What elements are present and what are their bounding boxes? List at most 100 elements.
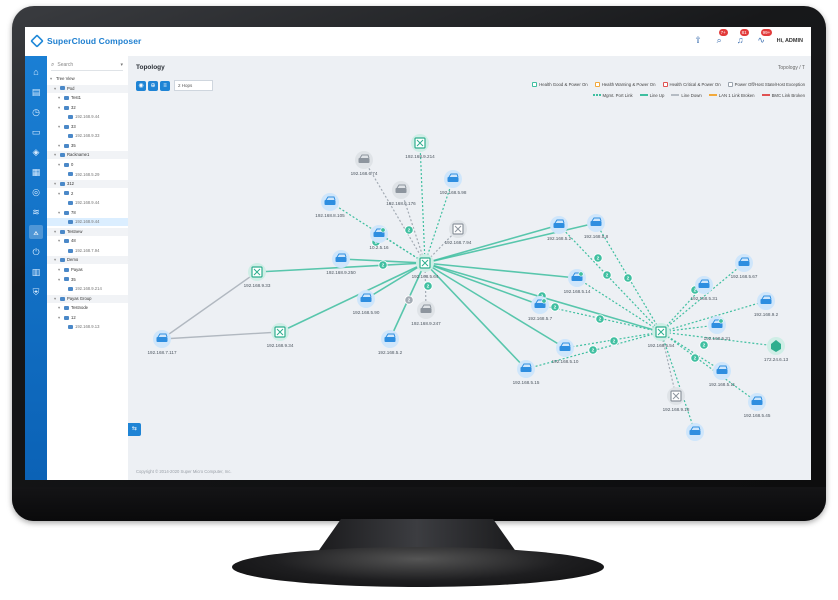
topology-node[interactable]: 192.168.9.250	[326, 250, 356, 275]
tree-item[interactable]: ▾Testnew	[47, 227, 128, 236]
storage-icon[interactable]: ▦	[31, 167, 41, 177]
search-alert-icon[interactable]: ⌕7+	[716, 29, 728, 45]
topology-link[interactable]	[378, 233, 426, 264]
topology-node[interactable]: 192.168.5.2	[547, 216, 572, 241]
topology-node[interactable]: 192.168.6.176	[386, 181, 416, 206]
clock-icon[interactable]: ◷	[32, 107, 40, 117]
chevron-down-icon[interactable]: ▾	[58, 267, 61, 272]
topology-node[interactable]: 192.168.7.117	[147, 330, 177, 355]
activity-icon[interactable]: ∿99+	[757, 29, 773, 45]
link-count-badge[interactable]: 2	[593, 253, 603, 263]
link-count-badge[interactable]: 2	[588, 345, 598, 355]
tree-item[interactable]: 192.168.9.44	[47, 199, 128, 207]
topology-node[interactable]: 192.168.9.214	[405, 134, 435, 159]
chevron-down-icon[interactable]: ▾	[58, 276, 61, 282]
chevron-down-icon[interactable]: ▾	[54, 152, 57, 158]
topology-link[interactable]	[424, 262, 566, 349]
layers-icon[interactable]: ≡	[160, 80, 170, 91]
topology-node[interactable]: 192.168.5.31	[704, 316, 731, 341]
shield-icon[interactable]: ⛨	[32, 287, 40, 297]
chevron-down-icon[interactable]: ▾	[58, 161, 61, 167]
home-icon[interactable]: ⌂	[33, 67, 39, 77]
topology-link[interactable]	[365, 262, 426, 300]
topology-icon[interactable]: ⟑	[29, 225, 43, 239]
link-count-badge[interactable]: 2	[699, 340, 709, 350]
chevron-down-icon[interactable]: ▾	[58, 238, 61, 244]
topology-node[interactable]: 192.168.5.67	[731, 254, 758, 279]
search-input[interactable]: ⌕Search ▾	[51, 60, 123, 71]
topology-link[interactable]	[279, 262, 426, 333]
topology-link[interactable]	[161, 331, 281, 340]
link-count-badge[interactable]: 2	[690, 353, 700, 363]
tree-item[interactable]: 192.168.9.13	[47, 323, 128, 331]
user-greeting[interactable]: Hi, ADMIN	[776, 37, 803, 44]
topology-node[interactable]: 192.168.5.14	[564, 269, 591, 294]
topology-link[interactable]	[161, 271, 258, 340]
topology-link[interactable]	[424, 262, 541, 306]
topology-link[interactable]	[424, 222, 597, 264]
topology-link[interactable]	[576, 277, 662, 333]
topology-link[interactable]	[419, 142, 426, 264]
topology-link[interactable]	[660, 331, 696, 433]
hops-select[interactable]: 2 Hops	[174, 80, 213, 91]
tree-item[interactable]: ▾35	[47, 142, 128, 150]
topology-node[interactable]	[686, 423, 704, 441]
tree-item[interactable]: ▾Rackname1	[47, 151, 128, 160]
tree-item[interactable]: ▾12	[47, 314, 128, 322]
topology-link[interactable]	[660, 324, 718, 333]
tree-item[interactable]: ▾Payas	[47, 266, 128, 274]
tree-item[interactable]: ▾78	[47, 209, 128, 217]
topology-node[interactable]: 192.168.9.34	[267, 323, 294, 348]
upload-icon[interactable]: ⇪	[694, 35, 702, 45]
topology-link[interactable]	[595, 222, 662, 333]
tree-item[interactable]: ▾2	[47, 190, 128, 198]
topology-node[interactable]: 192.168.9.33	[244, 263, 271, 288]
chevron-down-icon[interactable]: ▾	[54, 228, 57, 234]
link-count-badge[interactable]: 2	[423, 281, 433, 291]
bell-icon[interactable]: ♫81	[736, 29, 749, 45]
breadcrumb[interactable]: Topology / T	[777, 65, 805, 71]
database-icon[interactable]: ≋	[32, 207, 40, 217]
topology-link[interactable]	[660, 331, 777, 347]
chevron-down-icon[interactable]: ▾	[58, 95, 61, 101]
tree-item[interactable]: ▾312	[47, 180, 128, 189]
topology-node[interactable]: 192.168.9.247	[411, 301, 441, 326]
topology-node[interactable]: 172.24.6.13	[764, 337, 789, 362]
link-count-badge[interactable]: 2	[602, 270, 612, 280]
topology-node[interactable]: 192.168.5.98	[440, 170, 467, 195]
chevron-down-icon[interactable]: ▾	[54, 85, 57, 91]
topology-graph[interactable]: 2222222222222222192.168.5.64192.168.5.54…	[128, 56, 811, 480]
tree-item[interactable]: 192.168.9.44	[47, 218, 128, 227]
chevron-down-icon[interactable]: ▾	[120, 62, 123, 68]
eye-icon[interactable]: ◉	[136, 80, 146, 91]
topology-link[interactable]	[558, 224, 662, 333]
chevron-down-icon[interactable]: ▾	[58, 305, 61, 311]
topology-link[interactable]	[424, 178, 454, 264]
topology-node[interactable]: 192.168.5.11	[709, 362, 736, 387]
topology-node[interactable]: 192.168.7.94	[445, 220, 472, 245]
link-count-badge[interactable]: 2	[404, 225, 414, 235]
topology-node[interactable]: 192.168.9.18	[663, 387, 690, 412]
topology-link[interactable]	[660, 262, 745, 333]
app-logo[interactable]: SuperCloud Composer	[30, 34, 141, 48]
topology-node[interactable]: 192.168.6.74	[351, 151, 378, 176]
chevron-down-icon[interactable]: ▾	[54, 181, 57, 187]
tree-item[interactable]: 192.168.5.29	[47, 171, 128, 179]
chevron-down-icon[interactable]: ▾	[58, 209, 61, 215]
link-count-badge[interactable]: 2	[404, 295, 414, 305]
topology-node[interactable]: 192.168.5.45	[744, 393, 771, 418]
expand-panel-icon[interactable]: ⇆	[128, 423, 141, 436]
tree-item[interactable]: ▾48	[47, 237, 128, 245]
topology-link[interactable]	[660, 331, 677, 397]
topology-node[interactable]: 192.168.5.10	[552, 339, 579, 364]
topology-link[interactable]	[424, 224, 560, 264]
box-icon[interactable]: ◈	[32, 147, 40, 157]
topology-node[interactable]: 10.2.5.16	[369, 225, 389, 250]
topology-node[interactable]: 192.168.5.7	[528, 296, 553, 321]
monitor-icon[interactable]: ▭	[31, 127, 41, 137]
chevron-down-icon[interactable]: ▾	[58, 123, 61, 129]
tree-item[interactable]: ▾33	[47, 123, 128, 131]
link-count-badge[interactable]: 2	[595, 314, 605, 324]
tree-item[interactable]: 192.168.9.44	[47, 113, 128, 121]
topology-node[interactable]: 192.168.5.54	[648, 323, 675, 348]
